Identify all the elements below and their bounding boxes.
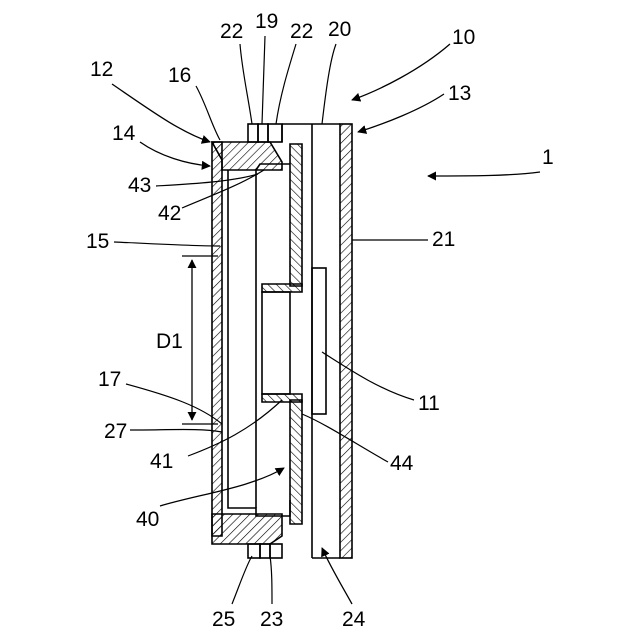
top-connector-19 <box>248 124 282 142</box>
label-27: 27 <box>104 420 127 443</box>
module-11 <box>312 268 326 414</box>
label-19: 19 <box>255 10 278 33</box>
label-42: 42 <box>158 202 181 225</box>
label-23: 23 <box>260 608 283 631</box>
inner-housing-40 <box>228 164 290 516</box>
label-25: 25 <box>212 608 235 631</box>
rear-panel-21 <box>340 124 352 558</box>
label-1: 1 <box>542 146 554 169</box>
label-12: 12 <box>90 58 113 81</box>
label-20: 20 <box>328 18 351 41</box>
label-40: 40 <box>136 508 159 531</box>
label-24: 24 <box>342 608 366 631</box>
label-22-right: 22 <box>290 20 313 43</box>
label-10: 10 <box>452 26 475 49</box>
label-41: 41 <box>150 450 173 473</box>
partition-wall-44 <box>262 144 302 524</box>
label-44: 44 <box>390 452 414 475</box>
label-21: 21 <box>432 228 455 251</box>
label-13: 13 <box>448 82 471 105</box>
bottom-connector-23 <box>248 544 282 558</box>
reference-labels: 22 19 22 20 10 13 12 16 14 1 43 42 15 21… <box>86 10 554 631</box>
label-17: 17 <box>98 368 121 391</box>
label-15: 15 <box>86 230 109 253</box>
label-11: 11 <box>418 392 440 415</box>
label-43: 43 <box>128 174 151 197</box>
label-14: 14 <box>112 122 136 145</box>
label-22-left: 22 <box>220 20 243 43</box>
label-16: 16 <box>168 64 191 87</box>
label-d1: D1 <box>156 330 183 353</box>
